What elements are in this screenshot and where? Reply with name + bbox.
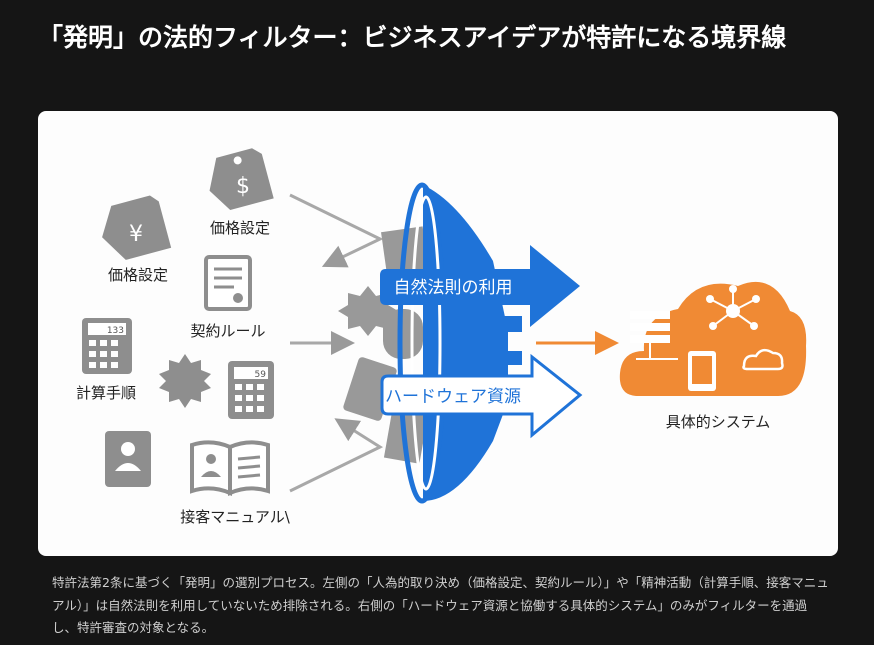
calc2-display: 59 [255, 370, 267, 380]
rejection-arrows [290, 195, 380, 491]
calculator-icon-2: 59 [228, 361, 274, 419]
system-label: 具体的システム [666, 413, 771, 431]
manual-book-icon [192, 442, 268, 493]
tablet-icon [688, 351, 716, 391]
calculator-icon: 133 [82, 318, 132, 374]
price-tag-yen-icon: ¥ [95, 194, 171, 265]
yen-symbol: ¥ [129, 222, 143, 247]
cloud-system-icon [620, 282, 806, 396]
natural-law-label: 自然法則の利用 [394, 278, 513, 298]
price-label-1: 価格設定 [210, 219, 270, 237]
reject-arrow-bottom [290, 423, 380, 491]
gear-icon [159, 354, 211, 408]
figure-caption: 特許法第2条に基づく「発明」の選別プロセス。左側の「人為的取り決め（価格設定、契… [52, 572, 832, 640]
page-title: 「発明」の法的フィルター：ビジネスアイデアが特許になる境界線 [38, 20, 838, 56]
price-tag-dollar-icon: $ [202, 146, 274, 214]
price-label-2: 価格設定 [108, 266, 168, 284]
hardware-label: ハードウェア資源 [385, 387, 521, 407]
contract-label: 契約ルール [190, 322, 265, 340]
contact-book-icon [105, 431, 151, 487]
diagram-card: $ 価格設定 ¥ 価格設定 契約ルール 133 計算手順 59 [38, 111, 838, 556]
filter-diagram: $ 価格設定 ¥ 価格設定 契約ルール 133 計算手順 59 [38, 111, 838, 556]
reject-arrow-top [290, 195, 380, 263]
calc-label: 計算手順 [76, 384, 136, 402]
manual-label: 接客マニュアル\ [180, 508, 291, 526]
dollar-symbol: $ [236, 174, 250, 199]
contract-document-icon [206, 257, 250, 309]
calc1-display: 133 [107, 326, 124, 336]
